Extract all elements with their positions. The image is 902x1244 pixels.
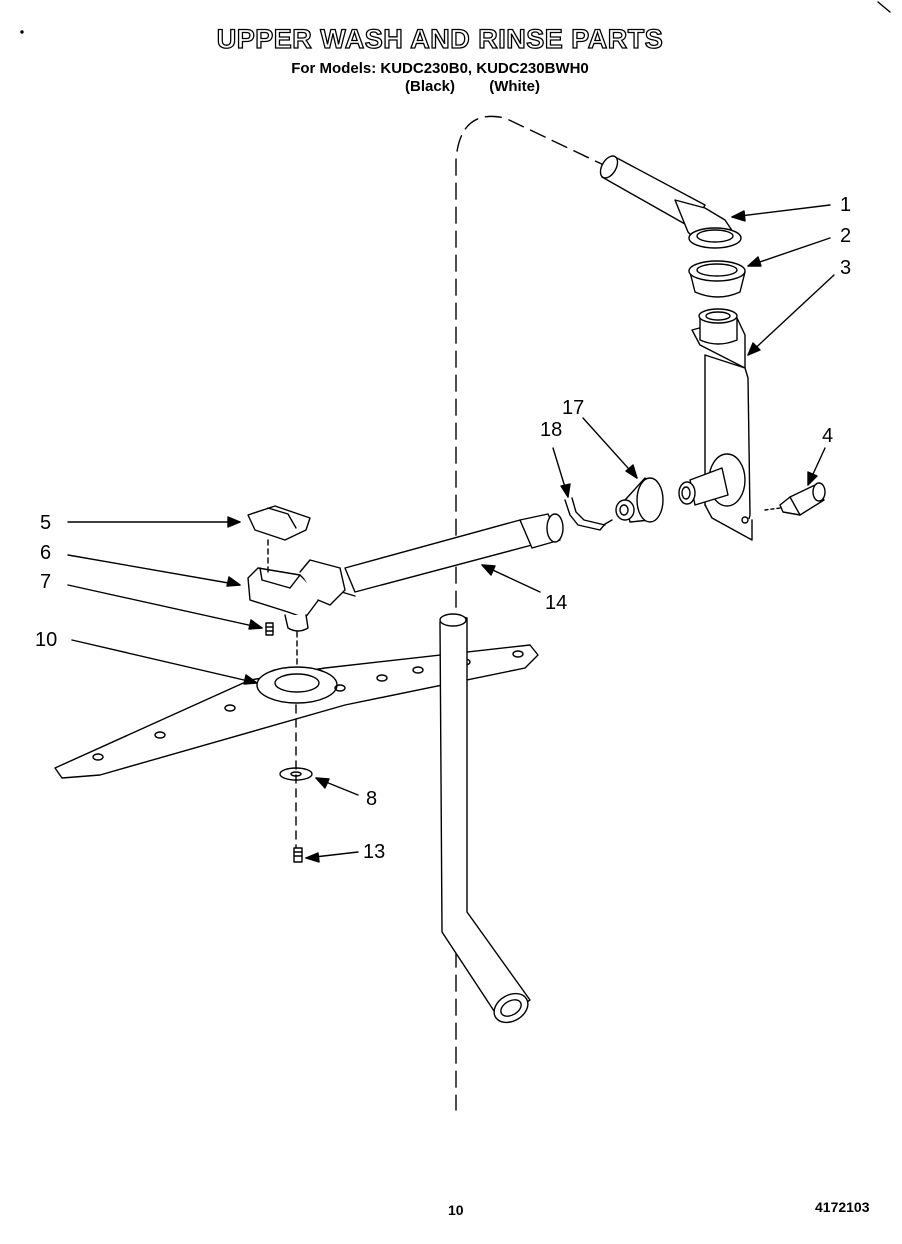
page-number: 10 bbox=[448, 1202, 464, 1218]
callout-13: 13 bbox=[363, 841, 386, 863]
leader-lines bbox=[67, 204, 835, 863]
models-subtitle: For Models: KUDC230B0, KUDC230BWH0 bbox=[291, 60, 589, 77]
part-18-clip bbox=[564, 497, 613, 531]
part-2-seal-ring bbox=[688, 260, 746, 298]
part-17-cap bbox=[615, 477, 664, 523]
part-13-screw bbox=[293, 847, 303, 863]
callout-5: 5 bbox=[40, 512, 52, 534]
callout-10: 10 bbox=[35, 629, 58, 651]
color-white-label: (White) bbox=[489, 78, 541, 95]
part-7-screw bbox=[265, 622, 274, 636]
alignment-dashed-line bbox=[455, 115, 611, 1111]
callout-2: 2 bbox=[840, 225, 852, 247]
callout-1: 1 bbox=[840, 194, 852, 216]
document-number: 4172103 bbox=[815, 1199, 870, 1215]
part-14-conduit bbox=[334, 513, 564, 597]
color-black-label: (Black) bbox=[405, 78, 456, 95]
scan-mark bbox=[20, 30, 24, 34]
part-4-plug bbox=[764, 482, 826, 516]
vertical-feed-tube bbox=[439, 613, 531, 1024]
part-5-bracket bbox=[247, 505, 311, 541]
model-colors: (Black) (White) bbox=[405, 78, 540, 95]
part-6-manifold-support bbox=[247, 559, 346, 632]
page-title: UPPER WASH AND RINSE PARTS bbox=[216, 23, 664, 54]
callout-14: 14 bbox=[545, 592, 568, 614]
callout-6: 6 bbox=[40, 542, 52, 564]
callout-17: 17 bbox=[562, 397, 585, 419]
part-3-feed-tube bbox=[678, 308, 753, 541]
part-1-hose-elbow bbox=[599, 155, 742, 249]
callout-18: 18 bbox=[540, 419, 563, 441]
callout-8: 8 bbox=[366, 788, 378, 810]
callout-4: 4 bbox=[822, 425, 834, 447]
callout-3: 3 bbox=[840, 257, 852, 279]
callout-7: 7 bbox=[40, 571, 52, 593]
corner-mark bbox=[877, 1, 891, 13]
